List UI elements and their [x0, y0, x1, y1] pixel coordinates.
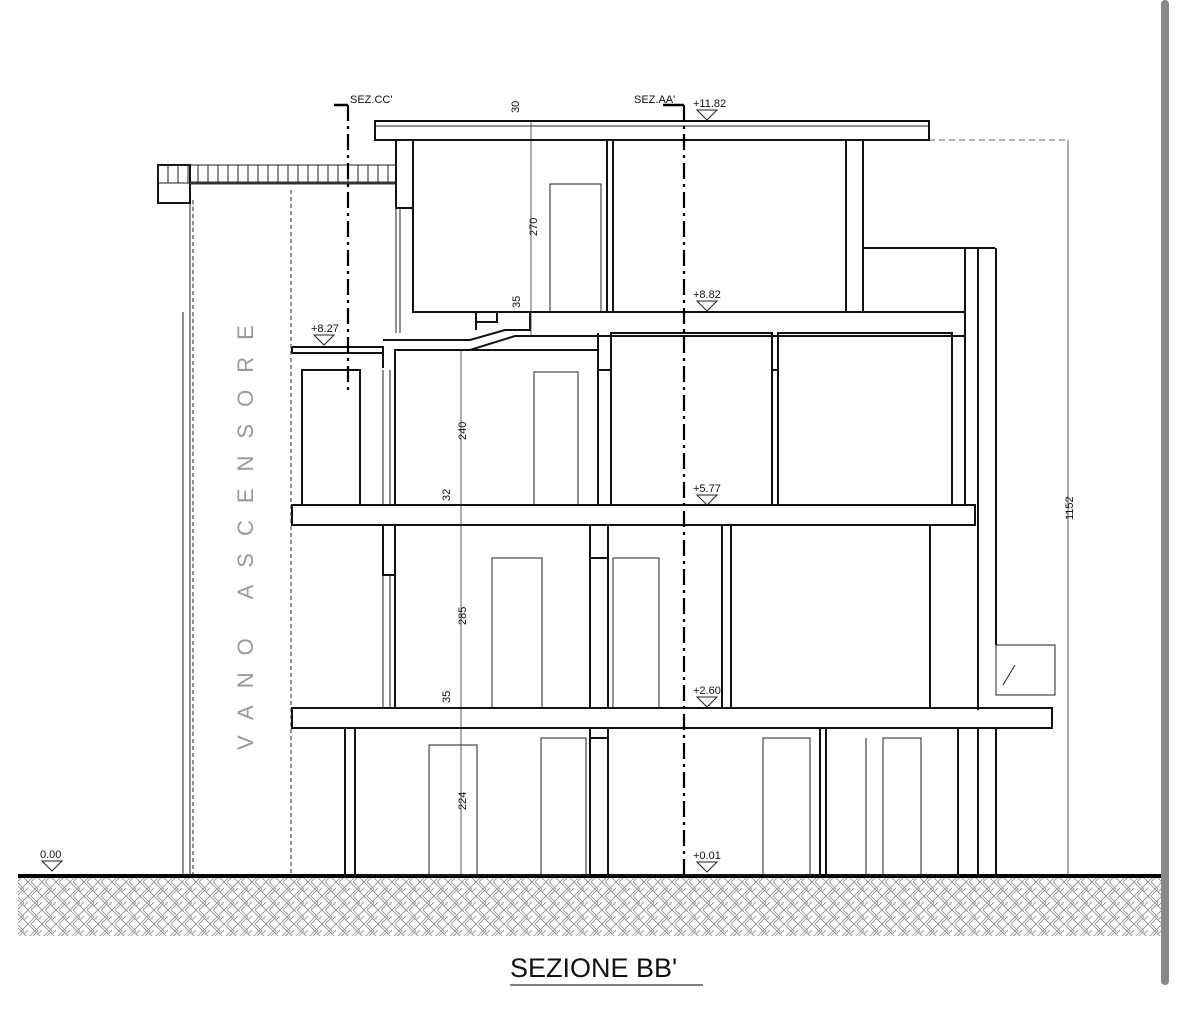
room-2d — [777, 332, 953, 506]
room-2b — [394, 349, 599, 506]
upper-wall-left — [395, 140, 414, 209]
level-marker: +2.60 — [693, 685, 721, 708]
svg-text:+8.82: +8.82 — [693, 289, 721, 301]
dim-ground-height: 224 — [457, 792, 469, 810]
section-marker-aa: SEZ.AA' — [634, 94, 675, 106]
roof-slab — [374, 120, 930, 141]
slab-floor1 — [291, 707, 1053, 729]
level-marker: +8.27 — [311, 323, 339, 346]
dim-roof-slab: 30 — [510, 101, 522, 113]
dim-slab2: 32 — [441, 489, 453, 501]
room-3b — [612, 139, 847, 313]
dim-total-height: 1152 — [1064, 496, 1076, 520]
shaft-label: VANO ASCENSORE — [233, 308, 258, 750]
svg-text:+11.82: +11.82 — [693, 98, 726, 110]
level-marker: +0.01 — [693, 850, 721, 873]
dim-floor1-height: 285 — [457, 607, 469, 625]
room-1b — [607, 524, 723, 709]
svg-text:+5.77: +5.77 — [693, 483, 721, 495]
dim-floor2-height: 240 — [457, 422, 469, 440]
drawing-title: SEZIONE BB' — [510, 953, 677, 983]
room-1c — [730, 524, 931, 709]
svg-text:0.00: 0.00 — [40, 849, 61, 861]
dimension-chain — [460, 121, 1069, 875]
section-line-aa — [663, 103, 686, 875]
ground-hatch — [18, 878, 1162, 936]
svg-text:+8.27: +8.27 — [311, 323, 339, 335]
door — [549, 183, 602, 313]
room-0b — [607, 727, 821, 876]
slab-floor3 — [291, 311, 965, 368]
dim-slab1: 35 — [441, 691, 453, 703]
dim-floor3-height: 270 — [528, 218, 540, 236]
slab-floor2 — [291, 504, 976, 526]
svg-text:+0.01: +0.01 — [693, 850, 721, 862]
section-line-cc — [334, 103, 350, 395]
room-0a — [354, 727, 591, 876]
vertical-scrollbar[interactable] — [1161, 0, 1169, 985]
room-0c — [825, 727, 959, 876]
window — [995, 644, 1056, 696]
level-marker: 0.00 — [40, 849, 64, 872]
svg-text:+2.60: +2.60 — [693, 685, 721, 697]
room-3a — [412, 139, 608, 313]
level-marker: +11.82 — [693, 98, 726, 121]
room-2a — [301, 369, 361, 506]
dim-slab3: 35 — [511, 296, 523, 308]
level-marker: +8.82 — [693, 289, 721, 312]
room-2c — [610, 332, 773, 506]
section-marker-cc: SEZ.CC' — [350, 94, 392, 106]
level-marker: +5.77 — [693, 483, 721, 506]
elevator-shaft — [157, 164, 397, 875]
